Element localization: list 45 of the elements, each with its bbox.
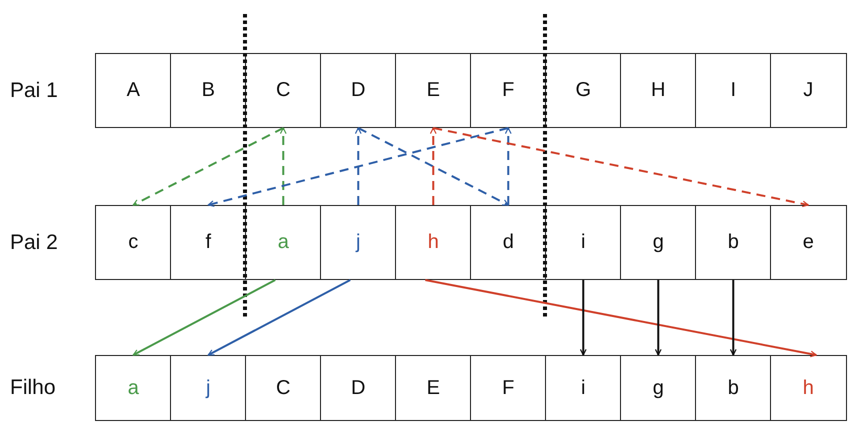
gene-cell: i [545,355,622,421]
arrow [654,280,662,356]
gene-cell: G [545,53,622,128]
gene-cell: b [695,355,772,421]
arrow [425,279,817,358]
row-label: Pai 2 [10,230,58,254]
gene-cell: E [395,53,472,128]
arrow [358,127,509,206]
gene-cell: h [770,355,846,421]
gene-cell: J [770,53,846,128]
gene-cell: C [245,355,322,421]
arrow [132,127,284,206]
arrow [730,280,737,356]
arrow [208,279,351,356]
gene-cell: c [95,205,172,280]
gene-cell: a [245,205,322,280]
arrow [433,127,809,208]
gene-cell: g [620,355,696,421]
gene-cell: j [170,355,246,421]
arrow [280,127,287,205]
arrow [132,279,276,356]
gene-cell: b [695,205,772,280]
gene-cell: i [545,205,622,280]
gene-cell: D [320,53,396,128]
arrow [208,127,508,207]
arrow [354,127,362,205]
arrow [430,127,437,205]
gene-cell: f [170,205,246,280]
gene-cell: h [395,205,472,280]
gene-cell: E [395,355,472,421]
gene-cell: j [320,205,396,280]
gene-cell: a [95,355,172,421]
row-label: Pai 1 [10,78,58,102]
gene-cell: F [470,355,546,421]
row-label: Filho [10,376,56,400]
gene-cell: C [245,53,322,128]
gene-cell: e [770,205,846,280]
gene-cell: d [470,205,546,280]
gene-cell: I [695,53,772,128]
gene-cell: H [620,53,696,128]
gene-cell: A [95,53,172,128]
arrow [504,127,512,205]
gene-cell: g [620,205,696,280]
gene-cell: D [320,355,396,421]
arrow [580,280,587,356]
